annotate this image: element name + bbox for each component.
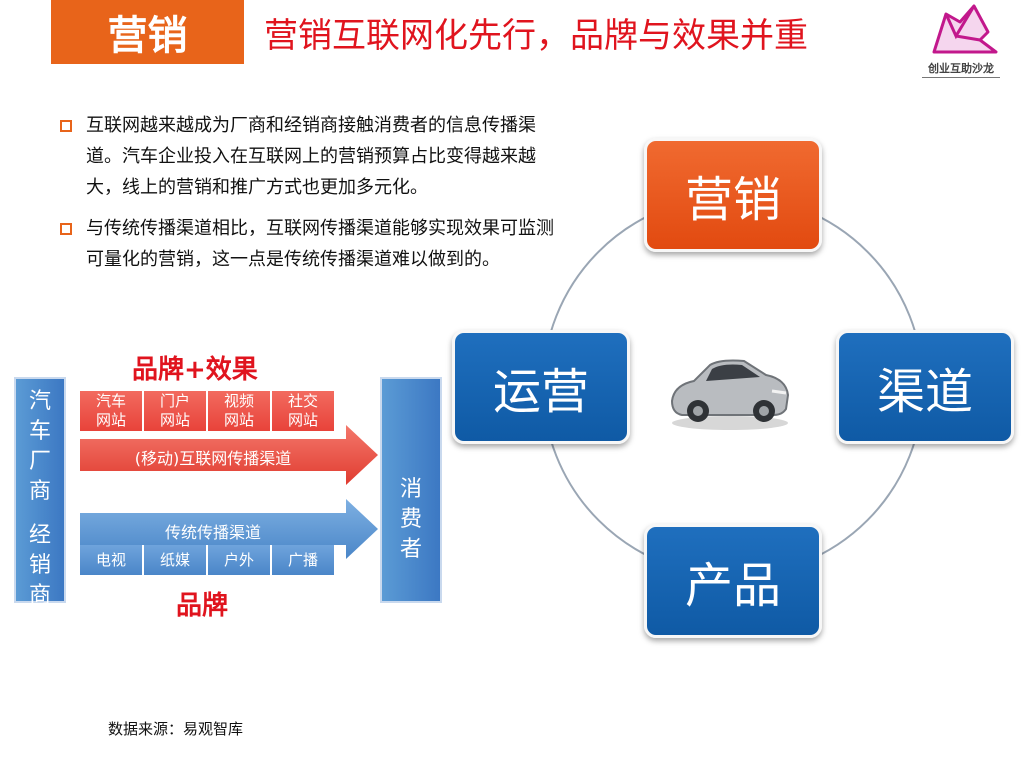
traditional-arrow-shape bbox=[80, 499, 378, 559]
dealer-label: 经销商 bbox=[28, 523, 51, 608]
page-title: 营销互联网化先行，品牌与效果并重 bbox=[264, 15, 808, 56]
data-source: 数据来源：易观智库 bbox=[108, 720, 244, 738]
section-tag: 营销 bbox=[51, 0, 244, 64]
node-products: 产品 bbox=[644, 524, 822, 638]
traditional-arrow-label: 传统传播渠道 bbox=[164, 523, 261, 542]
car-icon bbox=[670, 359, 790, 430]
consumer-bar: 消费者 bbox=[380, 377, 442, 603]
channel-flow-diagram: 品牌+效果 品牌 汽车厂商 经销商 消费者 汽车 网站 门户 网站 视频 网站 … bbox=[12, 345, 452, 621]
online-arrow-label: (移动)互联网传播渠道 bbox=[134, 449, 292, 468]
manufacturer-label: 汽车厂商 bbox=[28, 389, 51, 504]
channel-cell: 户外 bbox=[208, 545, 270, 575]
channel-cell: 纸媒 bbox=[144, 545, 206, 575]
bullet-list: 互联网越来越成为厂商和经销商接触消费者的信息传播渠道。汽车企业投入在互联网上的营… bbox=[60, 110, 565, 285]
top-title: 品牌+效果 bbox=[132, 355, 258, 385]
bullet-item: 与传统传播渠道相比，互联网传播渠道能够实现效果可监测可量化的营销，这一点是传统传… bbox=[60, 213, 565, 275]
online-arrow-shape bbox=[80, 425, 378, 485]
bottom-title: 品牌 bbox=[176, 591, 229, 621]
logo-text: 创业互助沙龙 bbox=[928, 62, 994, 75]
logo-icon bbox=[932, 4, 998, 54]
square-bullet-icon bbox=[60, 110, 86, 203]
node-marketing: 营销 bbox=[644, 138, 822, 252]
brand-logo: 创业互助沙龙 bbox=[916, 2, 1006, 82]
channel-cell: 门户 网站 bbox=[144, 391, 206, 431]
manufacturer-dealer-bar: 汽车厂商 经销商 bbox=[14, 377, 66, 608]
bullet-item: 互联网越来越成为厂商和经销商接触消费者的信息传播渠道。汽车企业投入在互联网上的营… bbox=[60, 110, 565, 203]
channel-cell: 电视 bbox=[80, 545, 142, 575]
square-bullet-icon bbox=[60, 213, 86, 275]
node-operations: 运营 bbox=[452, 330, 630, 444]
flow-arrows bbox=[80, 425, 378, 559]
channel-cell: 广播 bbox=[272, 545, 334, 575]
consumer-label: 消费者 bbox=[399, 477, 422, 562]
channel-cell: 汽车 网站 bbox=[80, 391, 142, 431]
node-channels: 渠道 bbox=[836, 330, 1014, 444]
channel-cell: 社交 网站 bbox=[272, 391, 334, 431]
bullet-text: 互联网越来越成为厂商和经销商接触消费者的信息传播渠道。汽车企业投入在互联网上的营… bbox=[86, 115, 536, 198]
channel-cell: 视频 网站 bbox=[208, 391, 270, 431]
logo-divider bbox=[922, 77, 1000, 78]
bullet-text: 与传统传播渠道相比，互联网传播渠道能够实现效果可监测可量化的营销，这一点是传统传… bbox=[86, 218, 554, 270]
